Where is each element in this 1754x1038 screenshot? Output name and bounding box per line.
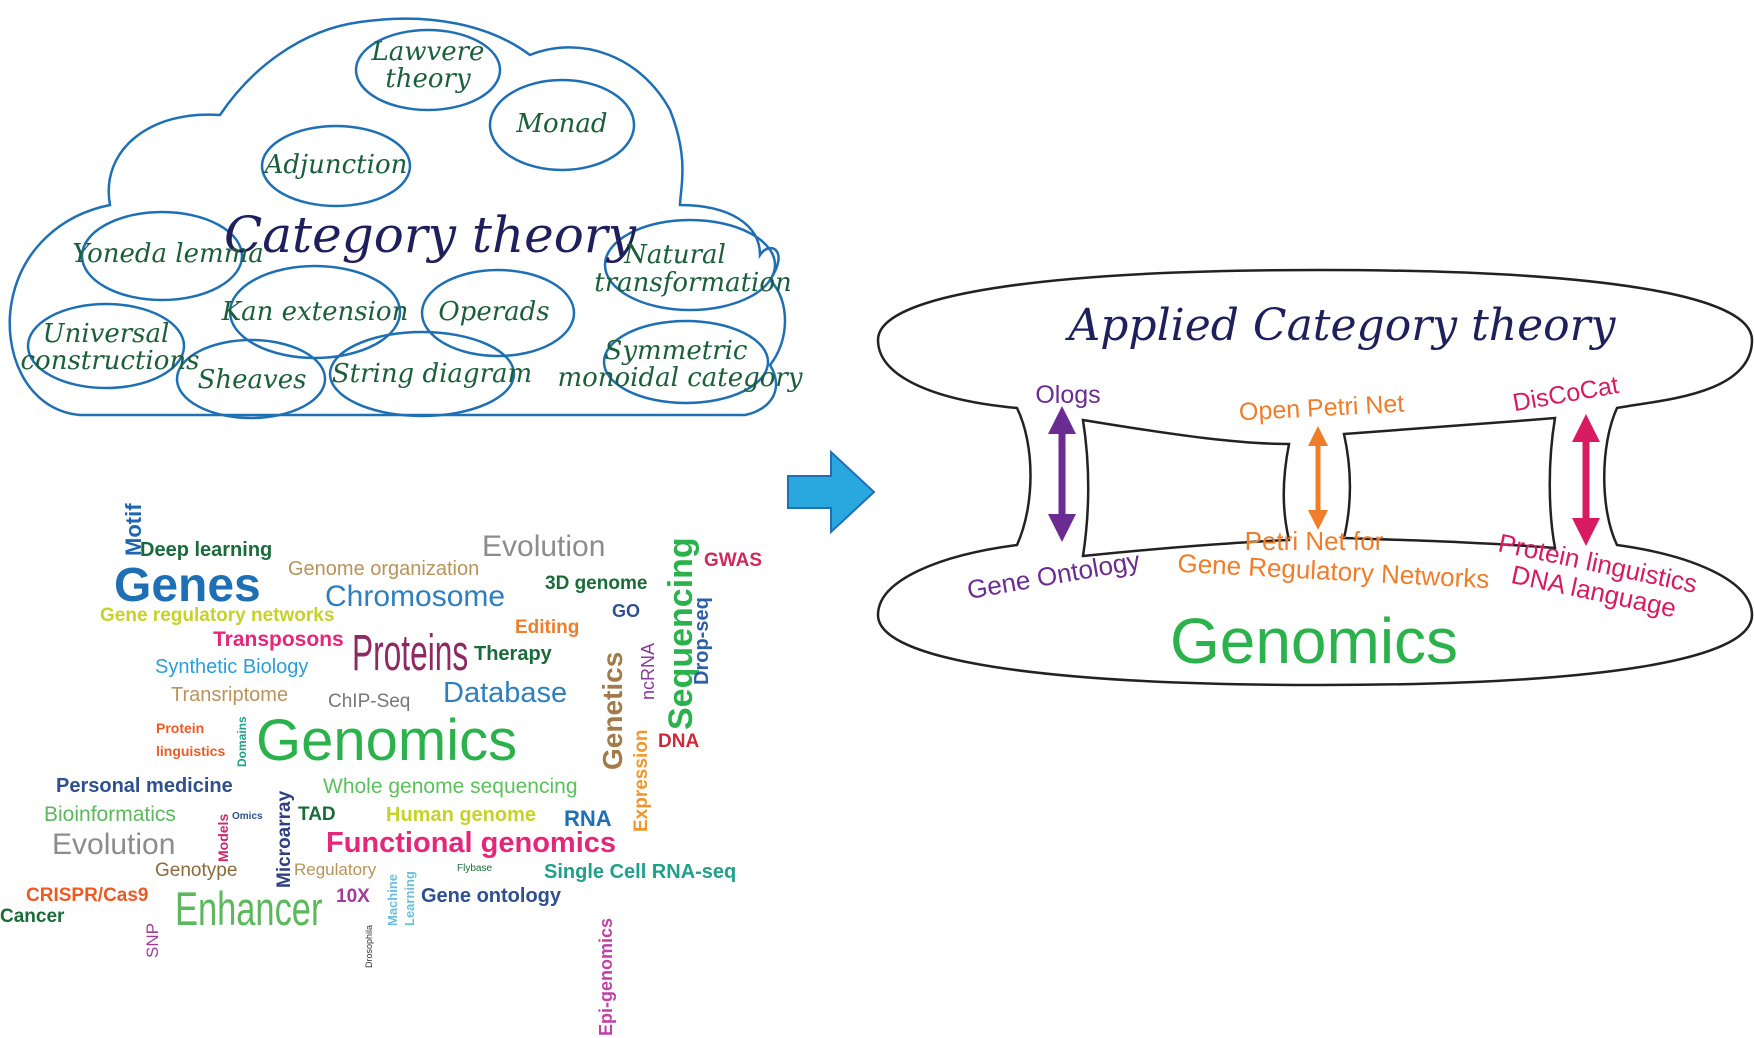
word-synthetic-biology: Synthetic Biology — [155, 656, 308, 678]
word-genomics-cloud: Genomics — [256, 708, 517, 773]
word-chromosome: Chromosome — [325, 580, 505, 613]
word-transposons: Transposons — [213, 628, 344, 651]
word-personal-medicine: Personal medicine — [56, 775, 233, 797]
lawvere-ellipse — [354, 28, 502, 112]
word-deep-learning: Deep learning — [140, 539, 272, 561]
operads-ellipse — [420, 268, 576, 358]
concept-universal-line1: Universal — [43, 319, 170, 349]
natural-transformation-ellipse — [603, 218, 777, 312]
word-genotype: Genotype — [155, 860, 237, 881]
word-single-cell-rna-seq: Single Cell RNA-seq — [544, 861, 736, 883]
concept-lawvere-line1: Lawvere — [371, 37, 485, 67]
applied-panel-left — [1081, 418, 1291, 558]
word-go: GO — [612, 601, 640, 621]
word-machine: Machine — [385, 874, 400, 926]
label-ologs: Ologs — [1035, 381, 1100, 409]
concept-string-diagram: String diagram — [332, 359, 532, 389]
monad-ellipse — [488, 78, 636, 172]
word-editing: Editing — [515, 617, 579, 638]
string-diagram-ellipse — [328, 330, 516, 418]
word-protein: Protein — [156, 720, 204, 736]
word-dna: DNA — [658, 731, 699, 752]
label-petri-net-line1: Petri Net for — [1245, 526, 1384, 556]
word-tad: TAD — [298, 804, 336, 825]
word-omics: Omics — [232, 811, 263, 822]
word-transriptome: Transriptome — [171, 684, 288, 706]
word-gene-regulatory-networks: Gene regulatory networks — [100, 605, 334, 626]
word-whole-genome-sequencing: Whole genome sequencing — [323, 775, 578, 798]
universal-constructions-ellipse — [26, 302, 186, 390]
concept-adjunction: Adjunction — [263, 150, 408, 180]
word-cancer: Cancer — [0, 906, 65, 927]
word-functional-genomics: Functional genomics — [326, 827, 616, 859]
word-evolution-top: Evolution — [482, 530, 605, 563]
word-3d-genome: 3D genome — [545, 573, 647, 594]
concept-ellipses — [26, 28, 777, 420]
word-10x: 10X — [336, 886, 370, 907]
concept-sheaves: Sheaves — [198, 365, 307, 395]
word-genetics: Genetics — [597, 652, 628, 770]
word-ncrna: ncRNA — [638, 643, 658, 700]
word-sequencing: Sequencing — [662, 537, 700, 730]
concept-lawvere-line2: theory — [385, 64, 471, 94]
word-microarray: Microarray — [274, 790, 295, 888]
concept-symmetric-line2: monoidal category — [557, 363, 802, 393]
word-expression: Expression — [631, 730, 652, 832]
applied-panel-right — [1342, 416, 1557, 550]
adjunction-ellipse — [260, 124, 412, 208]
concept-yoneda: Yoneda lemma — [72, 239, 264, 269]
word-regulatory: Regulatory — [294, 860, 377, 879]
word-linguistics: linguistics — [156, 743, 225, 759]
word-drosophila: Drosophila — [364, 925, 374, 968]
word-rna: RNA — [564, 806, 612, 831]
word-drop-seq: Drop-seq — [691, 597, 713, 685]
word-genome-organization: Genome organization — [288, 558, 479, 580]
transition-arrow — [787, 449, 876, 535]
word-bioinformatics: Bioinformatics — [44, 803, 176, 826]
yoneda-ellipse — [80, 210, 244, 302]
word-snp: SNP — [143, 923, 162, 958]
word-flybase: Flybase — [457, 863, 492, 874]
word-epi-genomics: Epi-genomics — [596, 918, 616, 1036]
sheaves-ellipse — [175, 338, 327, 420]
word-models: Models — [215, 814, 231, 862]
applied-genomics-title: Genomics — [1170, 605, 1458, 677]
word-gene-ontology: Gene ontology — [421, 885, 562, 907]
concept-natural-line1: Natural — [623, 240, 726, 270]
concept-operads: Operads — [438, 297, 549, 327]
applied-category-title: Applied Category theory — [1064, 300, 1616, 351]
word-domains: Domains — [235, 716, 249, 767]
concept-natural-line2: transformation — [594, 268, 792, 298]
word-database: Database — [443, 677, 567, 709]
concept-kan-extension: Kan extension — [221, 297, 409, 327]
word-crispr-cas9: CRISPR/Cas9 — [26, 885, 149, 906]
concept-symmetric-line1: Symmetric — [605, 336, 748, 366]
word-therapy: Therapy — [474, 643, 553, 665]
word-motif: Motif — [121, 503, 146, 556]
concept-universal-line2: constructions — [21, 346, 200, 376]
word-learning: Learning — [402, 871, 417, 926]
word-gwas: GWAS — [704, 550, 762, 571]
word-genes: Genes — [114, 559, 261, 612]
word-human-genome: Human genome — [386, 804, 536, 826]
word-enhancer: Enhancer — [175, 883, 323, 935]
word-chip-seq: ChIP-Seq — [328, 691, 410, 712]
word-evolution-bottom: Evolution — [52, 828, 175, 861]
category-theory-title: Category theory — [224, 206, 637, 264]
symmetric-monoidal-ellipse — [602, 319, 770, 405]
word-proteins: Proteins — [352, 624, 468, 680]
concept-monad: Monad — [515, 109, 607, 139]
genomics-word-cloud: Motif Deep learning Genome organization … — [0, 503, 762, 1036]
